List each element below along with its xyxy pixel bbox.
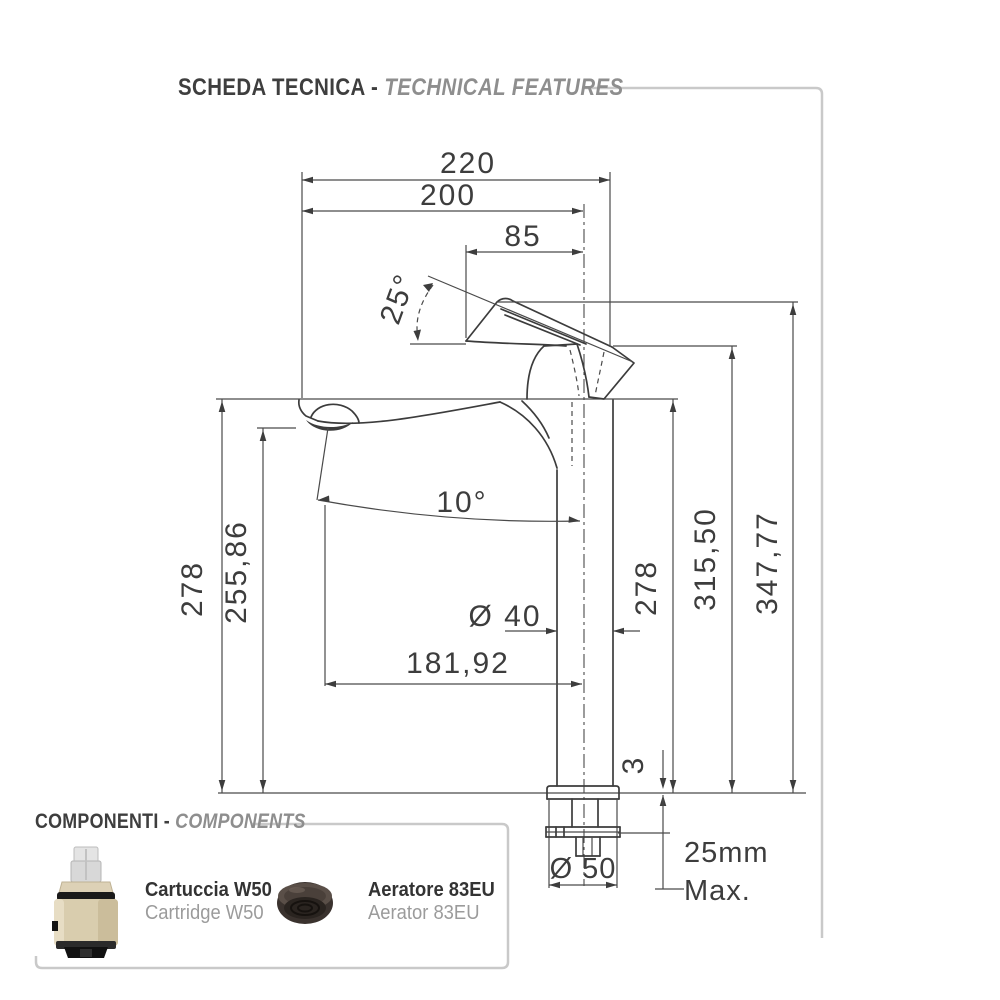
dim-315-50-label: 315,50 — [689, 507, 722, 611]
dim-dia50: Ø 50 — [549, 853, 617, 889]
main-frame-border — [582, 86, 824, 938]
dim-dia50-label: Ø 50 — [550, 853, 617, 885]
dim-315-50: 315,50 — [613, 345, 737, 793]
dim-220-label: 220 — [440, 147, 496, 180]
dim-25deg-label: 25° — [374, 269, 423, 329]
dim-181-92: 181,92 — [324, 505, 582, 688]
component-cartridge-label: Cartuccia W50 Cartridge W50 — [145, 879, 283, 925]
dim-10deg-label: 10° — [436, 486, 487, 519]
components-title-it: COMPONENTI — [35, 810, 159, 833]
dim-347-77: 347,77 — [497, 301, 798, 793]
components-title: COMPONENTI - COMPONENTS — [35, 810, 306, 833]
dim-255-86: 255,86 — [220, 427, 296, 793]
dim-dia40: Ø 40 — [468, 600, 640, 635]
dim-181-92-label: 181,92 — [406, 647, 510, 680]
dim-200-label: 200 — [420, 179, 476, 212]
dim-278-left: 278 — [176, 399, 226, 793]
page-title: SCHEDA TECNICA - TECHNICAL FEATURES — [178, 74, 624, 101]
dim-255-86-label: 255,86 — [220, 520, 253, 624]
dim-10deg: 10° — [316, 427, 581, 523]
dim-220: 220 — [301, 147, 611, 398]
aerator-outlet — [306, 420, 353, 431]
dim-3: 3 — [617, 750, 667, 806]
dim-278-right-label: 278 — [630, 560, 663, 616]
dim-25deg: 25° — [374, 269, 634, 363]
dim-347-77-label: 347,77 — [751, 511, 784, 615]
cartridge-name-en: Cartridge W50 — [145, 902, 264, 924]
dim-25mm-max: 25mm Max. — [618, 795, 769, 907]
dim-200: 200 — [302, 179, 583, 215]
dim-3-label: 3 — [617, 756, 650, 775]
page-title-en: TECHNICAL FEATURES — [384, 74, 624, 101]
cartridge-name-it: Cartuccia W50 — [145, 879, 272, 901]
aerator-name-en: Aerator 83EU — [368, 902, 480, 924]
dim-85-label: 85 — [504, 220, 541, 253]
page-title-it: SCHEDA TECNICA — [178, 74, 365, 101]
dim-278-right: 278 — [630, 399, 677, 793]
dim-278-left-label: 278 — [176, 561, 209, 617]
faucet-outline — [216, 297, 806, 888]
dim-85: 85 — [465, 220, 583, 338]
dim-25mm-label: 25mm — [684, 837, 769, 869]
components-title-en: COMPONENTS — [175, 810, 306, 833]
dim-max-label: Max. — [684, 875, 751, 907]
dim-dia40-label: Ø 40 — [468, 600, 541, 633]
aerator-photo — [277, 882, 333, 924]
component-aerator-label: Aeratore 83EU Aerator 83EU — [368, 879, 506, 925]
components-frame-border — [34, 822, 510, 970]
aerator-name-it: Aeratore 83EU — [368, 879, 495, 901]
cartridge-photo — [52, 846, 118, 958]
